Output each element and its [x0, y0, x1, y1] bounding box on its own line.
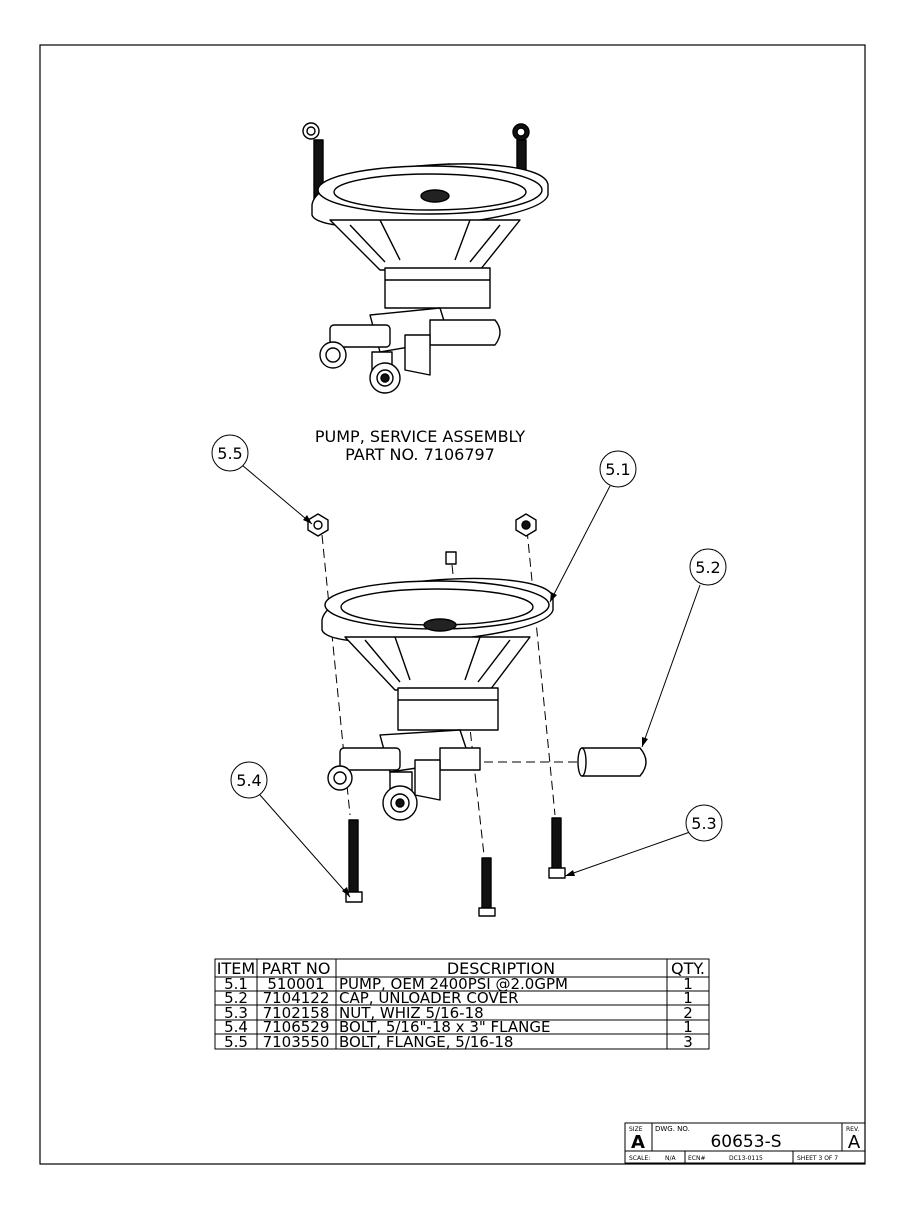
scale-value: N/A	[665, 1155, 677, 1162]
bom-cell-description: PUMP, OEM 2400PSI @2.0GPM	[339, 975, 568, 993]
svg-text:5.1: 5.1	[605, 460, 630, 479]
bom-table	[214, 958, 710, 1050]
bom-cell-description: NUT, WHIZ 5/16-18	[339, 1004, 484, 1022]
bom-cell-qty: 3	[683, 1033, 693, 1051]
bom-cell-qty: 1	[683, 989, 693, 1007]
bom-cell-description: BOLT, 5/16"-18 x 3" FLANGE	[339, 1018, 550, 1036]
assembly-title: PUMP, SERVICE ASSEMBLY	[315, 427, 525, 446]
bom-cell-item: 5.5	[224, 1033, 248, 1051]
bom-row: 5.4 7106529 BOLT, 5/16"-18 x 3" FLANGE 1	[224, 1018, 693, 1036]
balloon-5-3: 5.3	[564, 804, 723, 877]
dwg-no-value: 60653-S	[710, 1132, 781, 1152]
bom-cell-part-no: 7106529	[263, 1018, 330, 1036]
bom-cell-part-no: 7103550	[263, 1033, 330, 1051]
svg-text:5.4: 5.4	[236, 771, 261, 790]
bom-cell-item: 5.3	[224, 1004, 248, 1022]
balloon-5-1: 5.1	[549, 450, 637, 603]
bom-header-part-no: PART NO	[262, 959, 331, 978]
bom-cell-item: 5.2	[224, 989, 248, 1007]
rev-value: A	[848, 1132, 861, 1153]
balloon-5-2: 5.2	[641, 548, 727, 748]
bom-row: 5.2 7104122 CAP, UNLOADER COVER 1	[224, 989, 693, 1007]
bom-cell-part-no: 7104122	[263, 989, 330, 1007]
ecn-value: DC13-0115	[729, 1155, 763, 1162]
size-value: A	[631, 1132, 645, 1153]
dwg-no-label: DWG. NO.	[655, 1125, 690, 1133]
bom-cell-description: BOLT, FLANGE, 5/16-18	[339, 1033, 513, 1051]
balloon-5-4: 5.4	[230, 761, 351, 898]
bom-header-qty: QTY.	[671, 959, 705, 978]
sheet-border	[39, 44, 866, 1165]
bom-header-item: ITEM	[217, 959, 255, 978]
svg-text:5.2: 5.2	[695, 558, 720, 577]
rev-label: REV.	[846, 1126, 859, 1133]
bom-cell-qty: 2	[683, 1004, 693, 1022]
bom-cell-item: 5.1	[224, 975, 248, 993]
svg-text:5.3: 5.3	[691, 814, 716, 833]
bom-cell-item: 5.4	[224, 1018, 248, 1036]
svg-text:5.5: 5.5	[217, 444, 242, 463]
sheet-number: SHEET 3 OF 7	[797, 1155, 838, 1162]
bom-header-description: DESCRIPTION	[447, 959, 555, 978]
bom-row: 5.3 7102158 NUT, WHIZ 5/16-18 2	[224, 1004, 693, 1022]
assembly-part-no: PART NO. 7106797	[345, 445, 495, 464]
size-label: SIZE	[629, 1126, 643, 1133]
bom-row: 5.5 7103550 BOLT, FLANGE, 5/16-18 3	[224, 1033, 693, 1051]
bom-row: 5.1 510001 PUMP, OEM 2400PSI @2.0GPM 1	[224, 975, 693, 993]
bom-rows: 5.1 510001 PUMP, OEM 2400PSI @2.0GPM 1 5.2 71…	[224, 975, 693, 1051]
scale-label: SCALE:	[629, 1155, 650, 1162]
bom-cell-part-no: 510001	[267, 975, 324, 993]
bom-header: ITEM PART NO DESCRIPTION QTY.	[217, 959, 705, 978]
bom-cell-qty: 1	[683, 975, 693, 993]
title-block: SIZE A DWG. NO. 60653-S REV. A SCALE: N/…	[624, 1122, 866, 1164]
ecn-label: ECN#	[688, 1155, 706, 1162]
bom-cell-qty: 1	[683, 1018, 693, 1036]
exploded-pump-view	[307, 513, 647, 917]
bom-cell-description: CAP, UNLOADER COVER	[339, 989, 519, 1007]
balloon-5-5: 5.5	[211, 434, 313, 525]
bom-cell-part-no: 7102158	[263, 1004, 330, 1022]
assembled-pump-view	[302, 122, 549, 394]
